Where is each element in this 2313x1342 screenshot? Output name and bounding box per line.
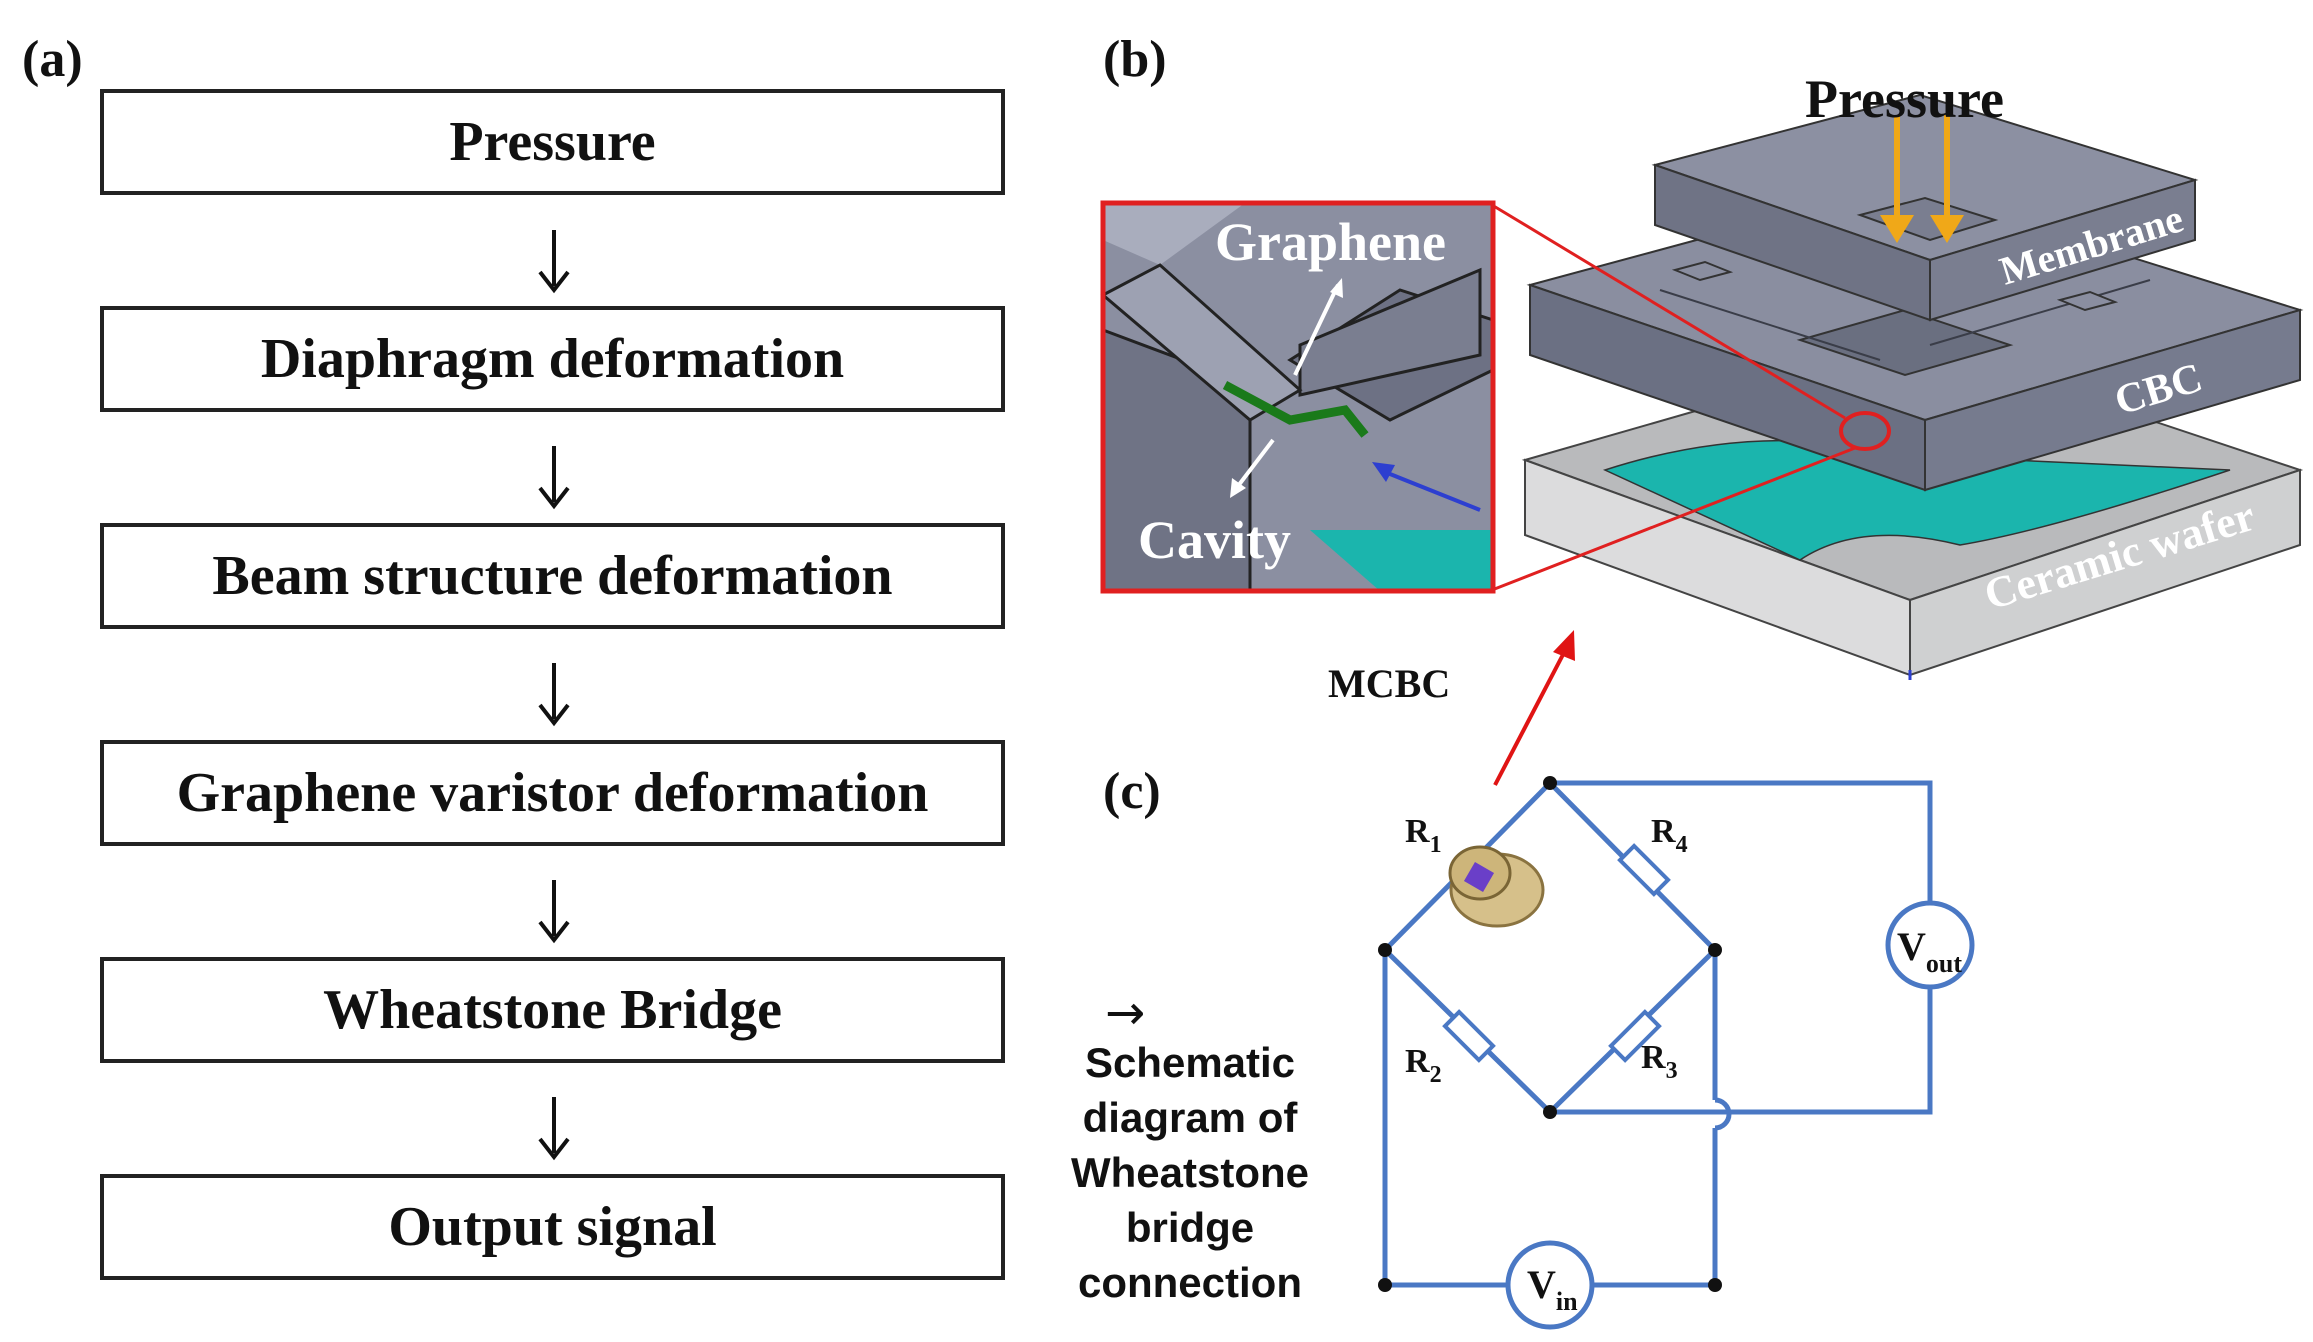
- inset-zoom: [1100, 200, 1496, 594]
- caption-line: diagram of: [1082, 1094, 1298, 1141]
- flow-arrow-1: [538, 230, 570, 294]
- panel-label-b: (b): [1103, 31, 1167, 88]
- flow-step-output: Output signal: [100, 1174, 1005, 1280]
- membrane-layer: [1651, 93, 2199, 322]
- flow-arrow-3: [538, 663, 570, 727]
- flow-step-diaphragm: Diaphragm deformation: [100, 306, 1005, 412]
- flow-arrow-2: [538, 446, 570, 510]
- r3-label: R3: [1641, 1039, 1678, 1084]
- panel-label-a: (a): [22, 31, 83, 88]
- mcbc-label: MCBC: [1328, 661, 1450, 706]
- circuit-caption: Schematic diagram of Wheatstone bridge c…: [1050, 1035, 1330, 1310]
- vout-meter: [1885, 900, 1975, 990]
- r4-label: R4: [1651, 813, 1688, 858]
- vout-label: Vout: [1897, 924, 1962, 978]
- flow-arrow-5: [538, 1097, 570, 1161]
- circuit-nodes: [1378, 776, 1722, 1292]
- pressure-arrows: [1880, 115, 1964, 243]
- sensor-component-r1: [1448, 845, 1545, 928]
- caption-arrow: →: [1105, 985, 1146, 1041]
- resistor-r2: [1442, 1009, 1496, 1063]
- flow-step-pressure: Pressure: [100, 89, 1005, 195]
- panel-label-c: (c): [1103, 763, 1161, 820]
- zoom-circle: [1839, 411, 1891, 451]
- resistor-r3: [1608, 1009, 1662, 1063]
- caption-line: connection: [1077, 1259, 1302, 1306]
- vin-label: Vin: [1527, 1262, 1578, 1316]
- mcbc-arrow: [1493, 644, 1570, 786]
- vin-meter: [1505, 1240, 1595, 1330]
- caption-line: Schematic: [1084, 1039, 1296, 1086]
- pressure-label: Pressure: [1805, 69, 2004, 129]
- flow-step-graphene: Graphene varistor deformation: [100, 740, 1005, 846]
- r2-label: R2: [1405, 1043, 1442, 1088]
- inset-graphene-label: Graphene: [1215, 212, 1446, 272]
- zoom-line-top: [1491, 203, 1846, 420]
- flow-arrow-4: [538, 880, 570, 944]
- caption-line: bridge: [1125, 1204, 1255, 1251]
- caption-line: Wheatstone: [1070, 1149, 1309, 1196]
- zoom-line-bottom: [1491, 446, 1856, 592]
- resistor-r4: [1617, 843, 1671, 897]
- flow-step-wheatstone: Wheatstone Bridge: [100, 957, 1005, 1063]
- inset-cavity-label: Cavity: [1138, 510, 1291, 570]
- r1-label: R1: [1405, 813, 1442, 858]
- flow-step-beam: Beam structure deformation: [100, 523, 1005, 629]
